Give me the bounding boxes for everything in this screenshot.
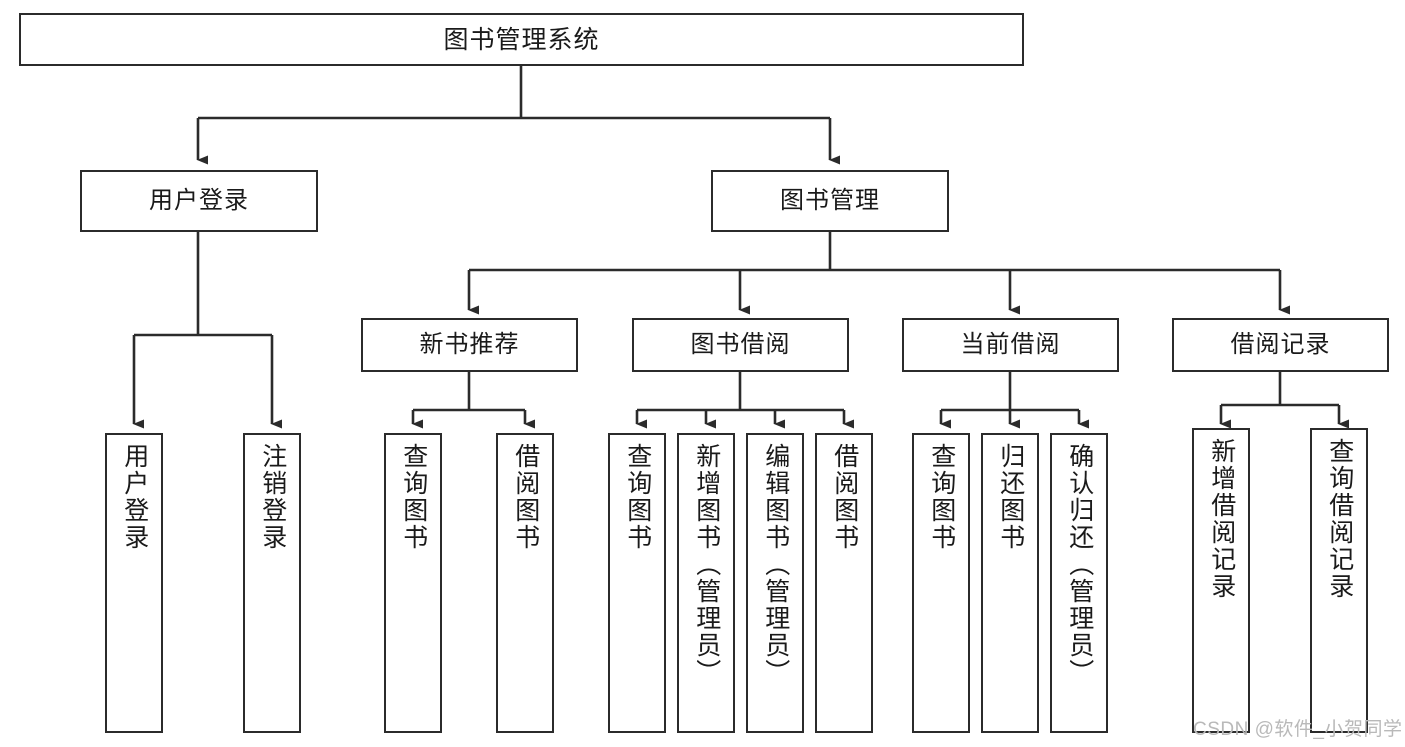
node-new-book-recommend[interactable]: 新书推荐 (361, 318, 578, 372)
leaf-new-book-query[interactable]: 查询图书 (384, 433, 442, 733)
leaf-current-borrow-query[interactable]: 查询图书 (912, 433, 970, 733)
leaf-label: 查询图书 (399, 443, 428, 551)
leaf-label: 确认归还（管理员） (1065, 443, 1094, 686)
node-root[interactable]: 图书管理系统 (19, 13, 1024, 66)
leaf-current-borrow-return[interactable]: 归还图书 (981, 433, 1039, 733)
leaf-label: 查询借阅记录 (1325, 438, 1354, 600)
leaf-new-book-borrow[interactable]: 借阅图书 (496, 433, 554, 733)
leaf-label: 借阅图书 (511, 443, 540, 551)
leaf-label: 用户登录 (120, 443, 149, 551)
leaf-current-borrow-confirm[interactable]: 确认归还（管理员） (1050, 433, 1108, 733)
leaf-user-login-logout[interactable]: 注销登录 (243, 433, 301, 733)
leaf-label: 借阅图书 (830, 443, 859, 551)
node-borrow-record[interactable]: 借阅记录 (1172, 318, 1389, 372)
leaf-user-login-login[interactable]: 用户登录 (105, 433, 163, 733)
node-book-borrow[interactable]: 图书借阅 (632, 318, 849, 372)
leaf-label: 查询图书 (927, 443, 956, 551)
leaf-label: 新增图书（管理员） (692, 443, 721, 686)
leaf-borrow-record-query[interactable]: 查询借阅记录 (1310, 428, 1368, 733)
node-book-management[interactable]: 图书管理 (711, 170, 949, 232)
leaf-book-borrow-borrow[interactable]: 借阅图书 (815, 433, 873, 733)
leaf-label: 新增借阅记录 (1207, 438, 1236, 600)
leaf-label: 查询图书 (623, 443, 652, 551)
leaf-book-borrow-query[interactable]: 查询图书 (608, 433, 666, 733)
leaf-book-borrow-add[interactable]: 新增图书（管理员） (677, 433, 735, 733)
node-current-borrow[interactable]: 当前借阅 (902, 318, 1119, 372)
leaf-label: 注销登录 (258, 443, 287, 551)
leaf-book-borrow-edit[interactable]: 编辑图书（管理员） (746, 433, 804, 733)
leaf-borrow-record-add[interactable]: 新增借阅记录 (1192, 428, 1250, 733)
leaf-label: 归还图书 (996, 443, 1025, 551)
node-user-login[interactable]: 用户登录 (80, 170, 318, 232)
leaf-label: 编辑图书（管理员） (761, 443, 790, 686)
